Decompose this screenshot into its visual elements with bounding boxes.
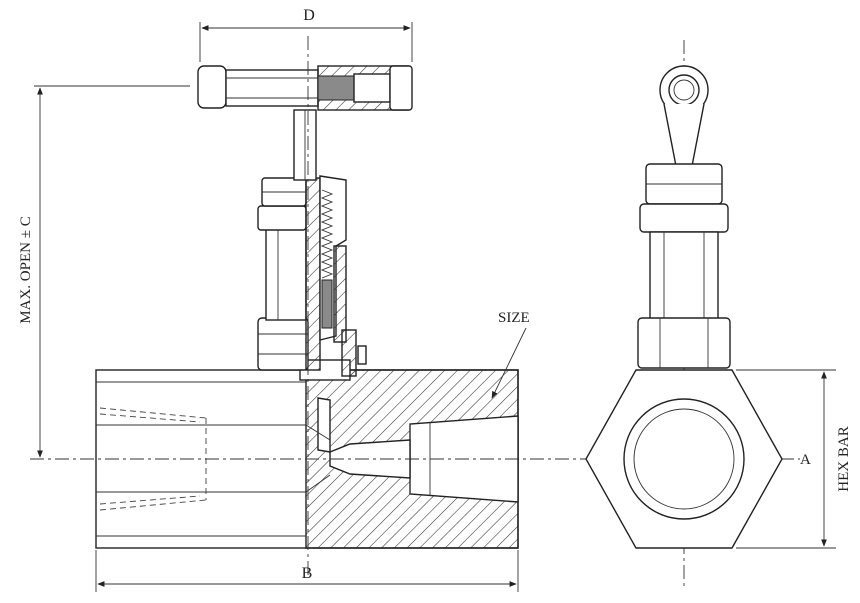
dimension-max-open-label: MAX. OPEN ± C <box>18 216 34 323</box>
side-bonnet-hex <box>637 317 731 369</box>
side-gland-nut <box>639 203 729 233</box>
axis-a-label: A <box>800 452 811 468</box>
dimension-d: D <box>199 7 413 62</box>
hex-bar-label: HEX BAR <box>836 426 852 491</box>
bonnet-assembly <box>257 109 347 371</box>
size-label: SIZE <box>498 310 530 326</box>
t-handle <box>197 65 413 111</box>
side-view: A HEX BAR <box>585 40 852 590</box>
stem-thread <box>320 189 334 279</box>
port-inner-circle <box>633 408 735 510</box>
size-callout: SIZE <box>491 310 530 399</box>
dimension-max-open: MAX. OPEN ± C <box>18 85 190 458</box>
dimension-hex-bar: HEX BAR <box>736 369 852 549</box>
port-outer-circle <box>623 398 745 520</box>
side-bonnet <box>649 231 719 321</box>
dimension-d-label: D <box>303 7 315 24</box>
dimension-b: B <box>95 550 519 592</box>
dimension-b-label: B <box>302 565 313 582</box>
handle-ring <box>659 65 709 167</box>
front-view: D MAX. OPEN ± C SIZE B <box>18 7 800 592</box>
